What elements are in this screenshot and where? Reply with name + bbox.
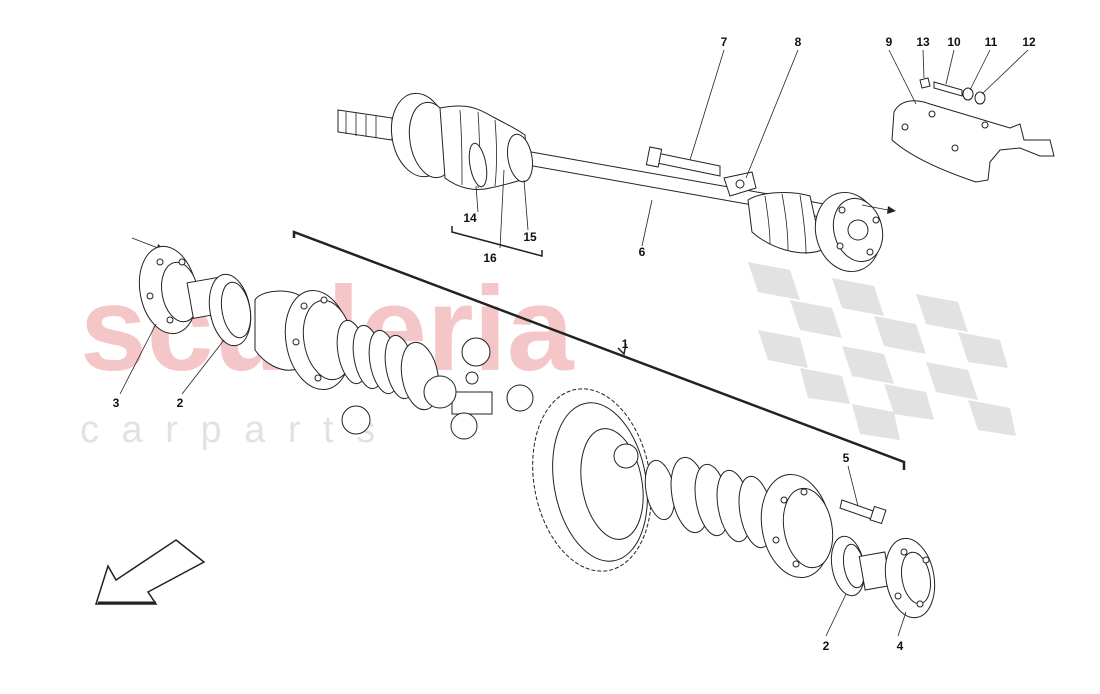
differential-right [532,388,936,619]
callout-16: 16 [483,251,497,265]
callout-3: 3 [113,396,120,410]
stud-10 [933,81,963,97]
outer-boot [747,192,823,254]
heat-shield [891,100,1055,183]
spider-gears [341,337,534,440]
heat-shield-assembly [891,77,1055,183]
direction-arrow-icon [94,539,206,605]
nut-12 [974,91,986,105]
callout-9: 9 [886,35,893,49]
nut-13 [919,77,931,89]
callout-7: 7 [721,35,728,49]
washer-11 [962,87,974,101]
callout-8: 8 [795,35,802,49]
callout-14: 14 [463,211,477,225]
boot-clamp-14 [468,142,488,188]
callout-11: 11 [985,35,998,49]
callout-1: 1 [622,337,629,351]
callout-12: 12 [1022,35,1036,49]
callout-6: 6 [639,245,646,259]
callout-15: 15 [523,230,537,244]
axle-shaft-assembly [337,92,896,273]
callout-labels: 1 2 2 3 4 5 6 7 8 9 10 11 12 13 14 15 16 [113,35,1036,653]
differential-left [131,237,534,440]
leader-lines [119,49,1029,637]
callout-2-right: 2 [823,639,830,653]
callout-4: 4 [897,639,904,653]
callout-2-left: 2 [177,396,184,410]
callout-5: 5 [843,451,850,465]
bolt-7 [651,151,721,177]
callout-13: 13 [916,35,930,49]
group-bracket-16 [451,226,543,257]
group-bracket-1 [292,230,906,470]
checkered-flag-watermark [748,262,1016,440]
watermark-subtitle: c a r p a r t s [80,409,381,451]
callout-10: 10 [947,35,961,49]
